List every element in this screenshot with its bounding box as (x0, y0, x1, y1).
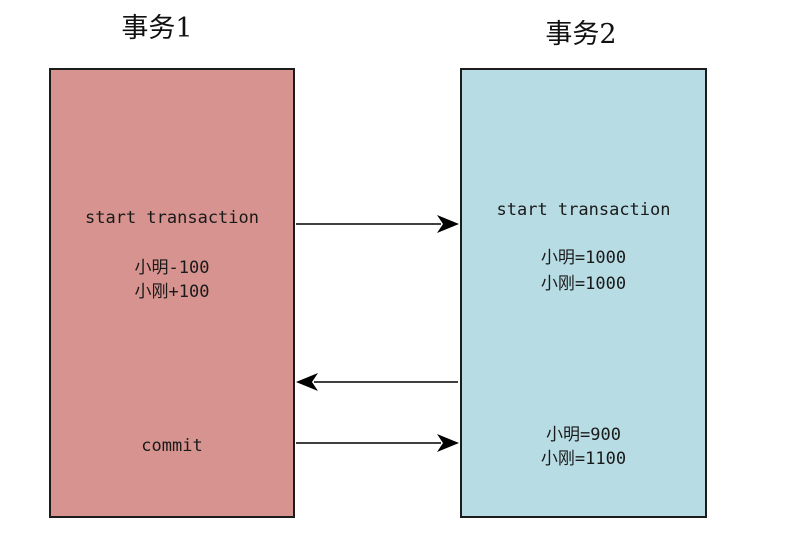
arrow-t1-update-to-t2-icon (296, 215, 459, 233)
transaction1-op-line2: 小刚+100 (134, 282, 210, 302)
transaction2-first-read-line1: 小明=1000 (540, 248, 627, 268)
transaction1-commit-line: commit (141, 436, 203, 456)
transaction2-first-read-line2: 小刚=1000 (540, 274, 627, 294)
transaction1-start-line: start transaction (85, 208, 259, 228)
arrow-t2-to-t1-commit-icon (296, 373, 458, 391)
transaction2-box: start transaction 小明=1000 小刚=1000 小明=900… (460, 68, 707, 518)
transaction2-second-read-line2: 小刚=1100 (540, 449, 627, 469)
transaction1-title: 事务1 (121, 13, 193, 44)
transaction1-op-line1: 小明-100 (134, 258, 210, 278)
transaction2-start-line: start transaction (496, 200, 671, 220)
transaction1-box: start transaction 小明-100 小刚+100 commit (49, 68, 295, 518)
transaction2-title: 事务2 (545, 19, 617, 50)
arrow-t1-commit-to-t2-icon (296, 434, 459, 452)
transaction2-second-read-line1: 小明=900 (546, 425, 621, 445)
